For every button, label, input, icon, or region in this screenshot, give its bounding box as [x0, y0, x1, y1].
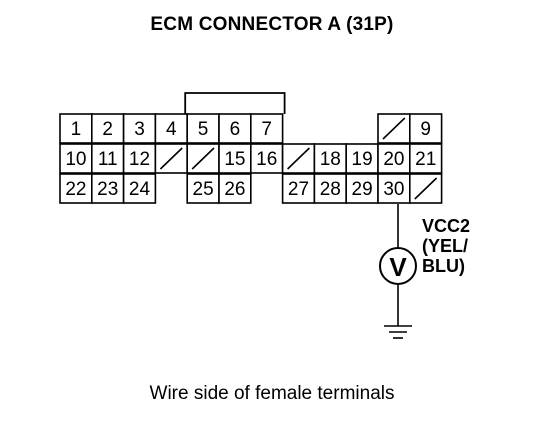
terminal-cell: [313, 143, 347, 174]
voltmeter-symbol: V: [389, 252, 407, 282]
terminal-number: 7: [261, 119, 272, 140]
terminal-cell: [122, 173, 157, 204]
terminal-number: 22: [65, 179, 86, 200]
terminal-number: 27: [288, 179, 309, 200]
terminal-cell: [91, 113, 125, 144]
terminal-number: 9: [420, 119, 431, 140]
terminal-cell: [186, 113, 220, 144]
unused-terminal-slash: [191, 147, 215, 170]
terminal-cell: [122, 143, 157, 174]
terminal-number: 18: [320, 149, 341, 170]
terminal-number: 6: [230, 119, 241, 140]
terminal-cell: [218, 173, 252, 204]
terminal-cell: [377, 173, 411, 204]
terminal-cell: [345, 143, 379, 174]
wire-color-label-1: (YEL/: [422, 236, 469, 256]
terminal-number: 29: [352, 179, 373, 200]
terminal-cell: [408, 113, 443, 144]
terminal-cell: [218, 113, 252, 144]
terminal-number: 28: [320, 179, 341, 200]
terminal-cell: [408, 143, 443, 174]
unused-terminal-slash: [414, 177, 438, 200]
terminal-number: 2: [102, 119, 113, 140]
terminal-number: 24: [129, 179, 151, 200]
terminal-number: 21: [415, 149, 436, 170]
terminal-number: 12: [129, 149, 150, 170]
terminal-cell: [250, 113, 284, 144]
terminal-number: 20: [383, 149, 404, 170]
wire-color-label-2: BLU): [422, 256, 465, 276]
terminal-cell: [186, 173, 220, 204]
terminal-number: 10: [65, 149, 86, 170]
unused-terminal-slash: [159, 147, 183, 170]
terminal-number: 23: [97, 179, 118, 200]
terminal-number: 3: [134, 119, 145, 140]
connector-latch: [184, 92, 286, 114]
terminal-number: 30: [383, 179, 404, 200]
diagram-caption: Wire side of female terminals: [149, 383, 395, 404]
terminal-number: 5: [198, 119, 209, 140]
terminal-number: 16: [256, 149, 277, 170]
ground-icon: [384, 325, 412, 339]
terminal-cell: [377, 143, 411, 174]
terminal-number: 19: [352, 149, 373, 170]
terminal-cell: [345, 173, 379, 204]
terminal-number: 25: [193, 179, 214, 200]
unused-terminal-slash: [382, 117, 406, 140]
terminal-number: 1: [71, 119, 82, 140]
terminal-cell: [313, 173, 347, 204]
diagram-title: ECM CONNECTOR A (31P): [150, 14, 394, 35]
terminal-cell: [281, 173, 316, 204]
terminal-number: 15: [224, 149, 245, 170]
terminal-number: 11: [98, 149, 118, 170]
terminal-number: 4: [166, 119, 177, 140]
terminal-number: 26: [224, 179, 245, 200]
unused-terminal-slash: [287, 147, 310, 170]
wire-name-label: VCC2: [422, 216, 471, 236]
